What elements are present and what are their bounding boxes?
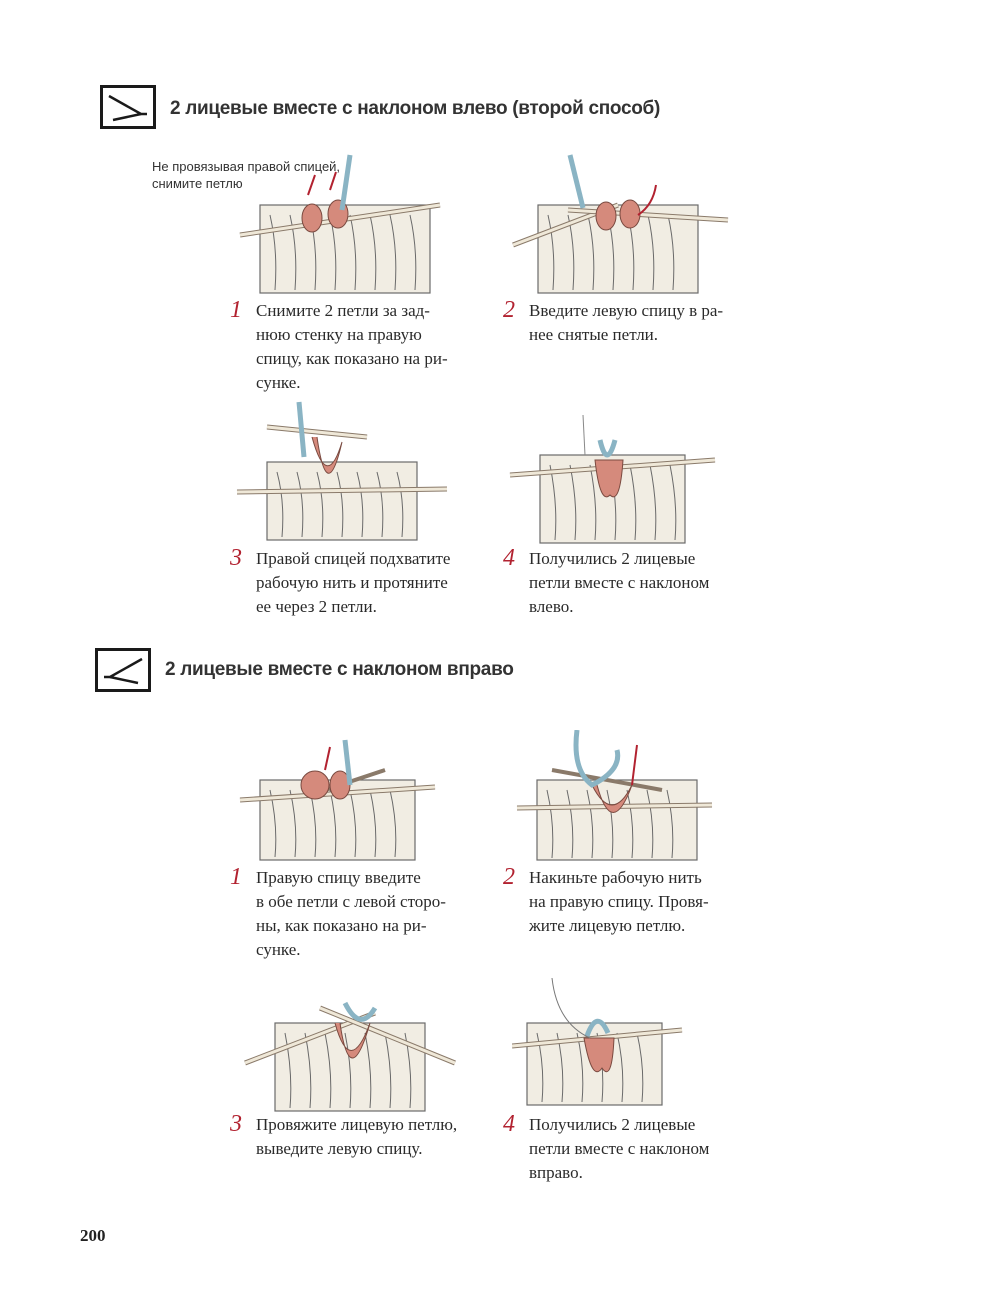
step-number: 1 [230,864,242,890]
step-text: Введите левую спицу в ра- нее снятые пет… [529,301,724,344]
step-text: Получились 2 лицевые петли вместе с накл… [529,1115,710,1182]
right-slant-icon [104,657,143,685]
figure-2-2 [516,730,713,861]
section1-title: 2 лицевые вместе с наклоном влево (второ… [170,98,660,119]
figure-1-2 [512,154,729,294]
section2-step-2: 2 Накиньте рабочую нить на правую спицу.… [503,864,709,938]
left-slant-symbol [100,85,156,129]
section1-note: Не провязывая правой спицей, снимите пет… [152,159,341,191]
step-text: Накиньте рабочую нить на правую спицу. П… [529,868,709,935]
figure-2-3 [244,1001,456,1112]
section1-step-2: 2 Введите левую спицу в ра- нее снятые п… [503,297,724,347]
step-number: 3 [230,545,242,571]
figure-2-1 [239,739,436,861]
step-text: Снимите 2 петли за зад- нюю стенку на пр… [256,301,448,392]
step-number: 4 [503,1111,515,1137]
step-text: Правой спицей подхватите рабочую нить и … [256,549,451,616]
step-text: Получились 2 лицевые петли вместе с накл… [529,549,710,616]
step-text: Правую спицу введите в обе петли с левой… [256,868,446,959]
figure-1-1 [239,154,441,294]
step-number: 2 [503,297,515,323]
step-number: 4 [503,545,515,571]
figure-1-3 [236,401,448,541]
left-slant-icon [108,94,147,122]
section2-title: 2 лицевые вместе с наклоном вправо [165,659,514,680]
section2-step-3: 3 Провяжите лицевую петлю, выведите леву… [230,1111,458,1161]
section2-step-1: 1 Правую спицу введите в обе петли с лев… [230,864,446,962]
section1-step-1: 1 Снимите 2 петли за зад- нюю стенку на … [230,297,448,395]
step-number: 3 [230,1111,242,1137]
step-number: 2 [503,864,515,890]
figure-2-4 [512,978,683,1106]
right-slant-symbol [95,648,151,692]
section1-step-4: 4 Получились 2 лицевые петли вместе с на… [503,545,710,619]
step-number: 1 [230,297,242,323]
figure-1-4 [509,415,716,544]
section1-step-3: 3 Правой спицей подхватите рабочую нить … [230,545,451,619]
step-text: Провяжите лицевую петлю, выведите левую … [256,1115,458,1158]
page-number: 200 [80,1226,106,1245]
section2-step-4: 4 Получились 2 лицевые петли вместе с на… [503,1111,710,1185]
